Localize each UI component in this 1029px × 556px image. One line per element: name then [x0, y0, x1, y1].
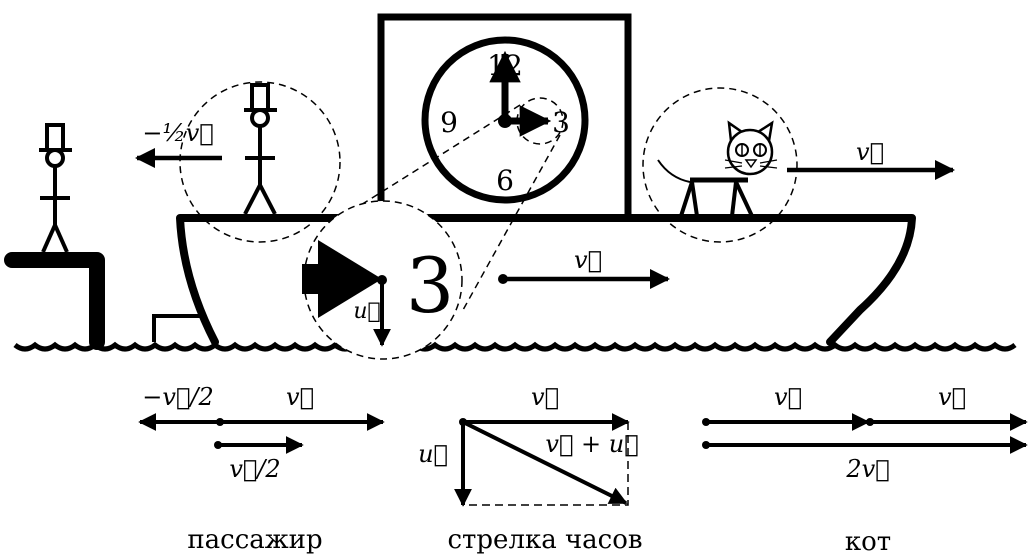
cat-v2-label: v⃗ — [938, 383, 966, 411]
clock-u-label: u⃗ — [418, 440, 448, 468]
cat-v1-origin — [702, 418, 710, 426]
clock-hand-caption: стрелка часов — [447, 525, 642, 555]
zoom-u-label: u⃗ — [353, 299, 380, 324]
cat-zoom-circle — [642, 87, 798, 243]
cat-figure — [657, 120, 778, 217]
zoom-hand-head — [318, 240, 382, 318]
passenger-figure — [243, 83, 277, 215]
clock-vector-origin — [459, 418, 467, 426]
passenger-half-v-origin — [214, 441, 222, 449]
parallelogram-dashed-sides — [463, 422, 629, 506]
cat-2v-label: 2v⃗ — [845, 455, 889, 483]
cat-caption: кот — [845, 527, 891, 556]
clock-sum-label: v⃗ + u⃗ — [545, 430, 638, 458]
cat-2v-origin — [702, 441, 710, 449]
clock-zoom: u⃗ 3 — [302, 200, 463, 360]
passenger-v-label: v⃗ — [286, 383, 314, 411]
cat-vector-diagram: v⃗ v⃗ 2v⃗ кот — [702, 383, 1028, 556]
passenger-vector-diagram: −v⃗/2 v⃗ v⃗/2 пассажир — [138, 383, 385, 555]
clock-label-9: 9 — [440, 106, 458, 139]
clock-tower — [377, 13, 632, 218]
zoom-connectors — [344, 104, 561, 311]
cat-v1-label: v⃗ — [774, 383, 802, 411]
clock-label-6: 6 — [496, 164, 514, 197]
clock-center — [498, 114, 512, 128]
water-waves — [13, 341, 1017, 352]
cat-velocity-label: v⃗ — [856, 138, 884, 166]
clock-hand-vector-diagram: v⃗ u⃗ v⃗ + u⃗ стрелка часов — [418, 383, 642, 555]
pier — [4, 252, 105, 350]
ship-velocity-label: v⃗ — [574, 246, 602, 274]
zoom-digit-3: 3 — [406, 241, 454, 330]
cat-v2-origin — [866, 418, 874, 426]
clock-sum-arrow — [462, 420, 628, 505]
stick-figure-on-pier — [39, 123, 72, 253]
passenger-caption: пассажир — [187, 525, 322, 555]
clock-face — [421, 36, 589, 204]
clock-label-3: 3 — [552, 106, 570, 139]
gangway-step — [152, 314, 205, 342]
passenger-half-v-label: v⃗/2 — [229, 455, 280, 483]
passenger-velocity-label: −½v⃗ — [142, 119, 213, 147]
clock-zoom-source — [516, 97, 564, 145]
ship-hull — [176, 214, 916, 346]
passenger-origin-dot — [216, 418, 224, 426]
passenger-neg-half-v-label: −v⃗/2 — [142, 383, 213, 411]
clock-v-label: v⃗ — [531, 383, 559, 411]
passenger-zoom-circle — [179, 81, 341, 243]
